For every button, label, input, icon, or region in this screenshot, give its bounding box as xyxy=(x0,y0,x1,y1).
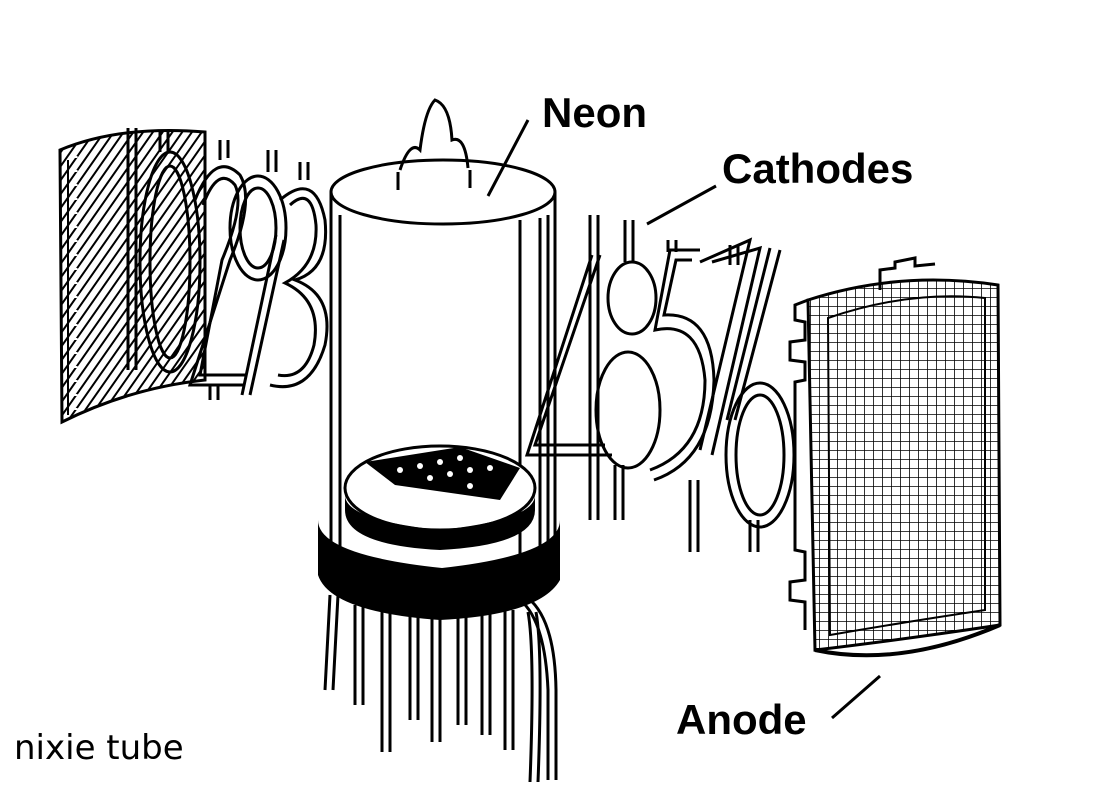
anode-mesh xyxy=(788,256,1002,658)
cathode-digit-9 xyxy=(228,150,288,396)
cathode-digit-0 xyxy=(138,130,202,374)
cathode-digit-1 xyxy=(126,128,138,370)
cathodes-leader xyxy=(646,184,717,226)
right-cathode-digits xyxy=(524,215,796,552)
left-cathode-digits xyxy=(126,128,329,400)
tube-pins xyxy=(323,594,558,783)
anode-leader xyxy=(831,674,881,720)
cathode-digit-3 xyxy=(269,162,329,389)
cathode-digit-2 xyxy=(187,140,248,400)
cathode-digit-5 xyxy=(649,240,716,552)
cathodes-label: Cathodes xyxy=(722,145,913,192)
tube-base xyxy=(318,444,560,620)
neon-leader xyxy=(486,119,530,197)
leader-lines xyxy=(486,119,881,720)
cathode-digit-8 xyxy=(594,220,662,520)
cathode-digit-7 xyxy=(698,237,763,456)
cathode-digit-4 xyxy=(524,215,612,520)
neon-label: Neon xyxy=(542,89,647,136)
figure-caption: nixie tube xyxy=(14,728,184,768)
left-cathode-shield xyxy=(58,128,207,425)
anode-label: Anode xyxy=(676,696,807,743)
